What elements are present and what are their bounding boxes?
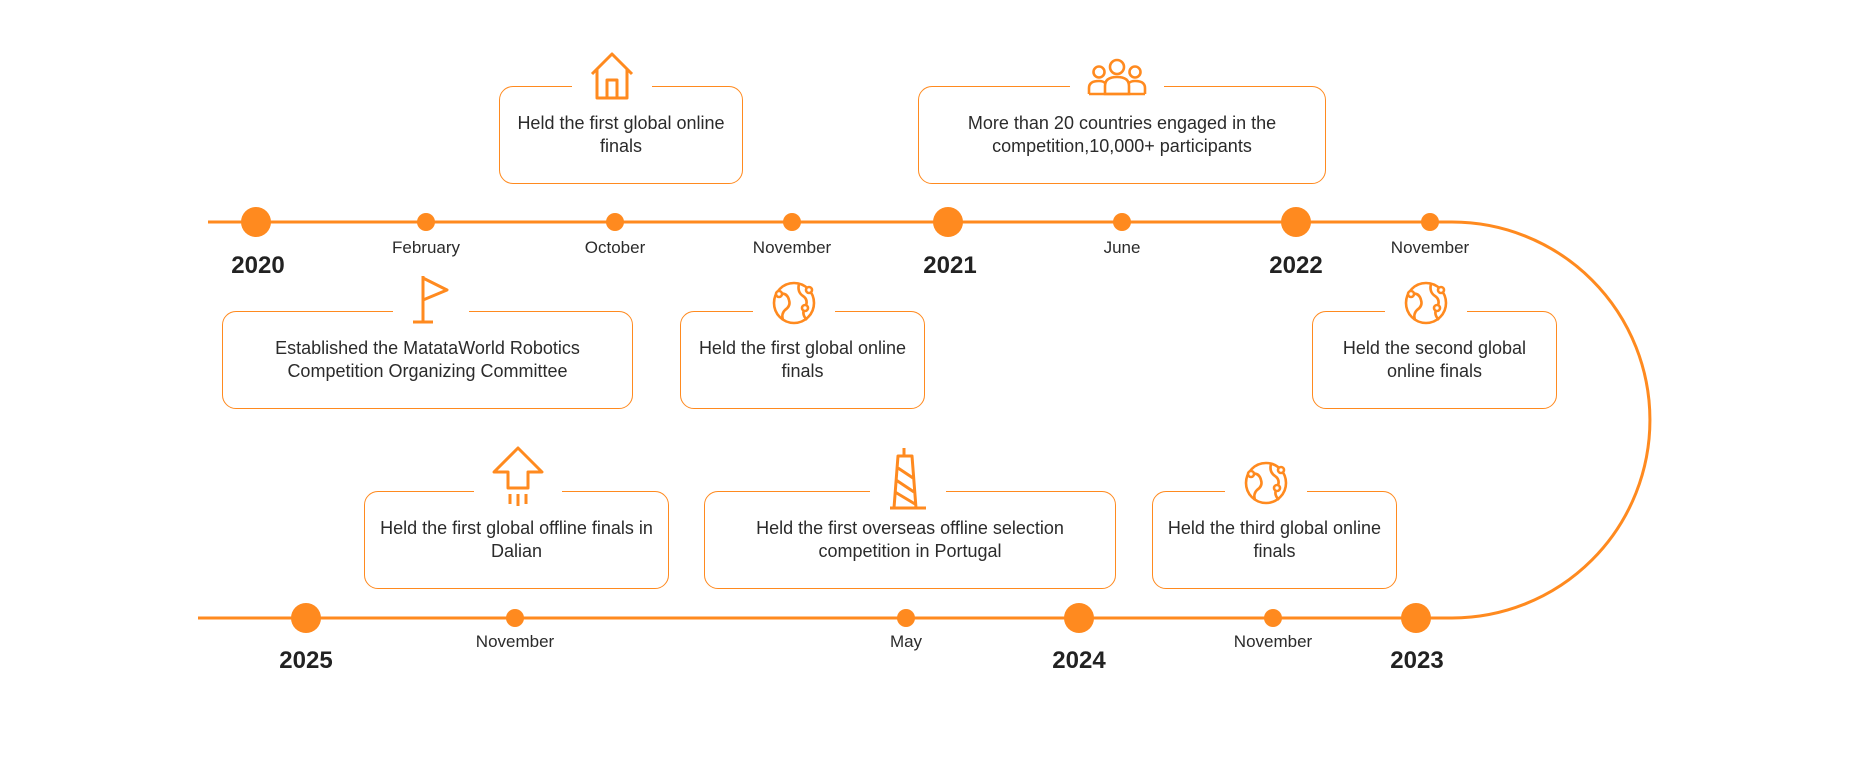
- marker-nov2023: [1264, 609, 1282, 627]
- flag-icon: [393, 272, 469, 326]
- event-text-jun2021: More than 20 countries engaged in the co…: [967, 113, 1277, 156]
- year-label-2023: 2023: [1390, 647, 1444, 674]
- year-label-2022: 2022: [1269, 252, 1323, 279]
- year-label-2020: 2020: [231, 252, 285, 279]
- marker-2022: [1281, 207, 1311, 237]
- marker-2024: [1064, 603, 1094, 633]
- marker-nov2020: [783, 213, 801, 231]
- month-label-feb2020: February: [391, 238, 461, 257]
- event-text-may2024: Held the first overseas offline selectio…: [756, 518, 1064, 561]
- event-text-nov2024: Held the first global offline finals in …: [380, 518, 653, 561]
- globe-icon: [1385, 278, 1467, 328]
- event-text-nov2020: Held the first global online finals: [698, 338, 907, 381]
- month-label-oct2020: October: [584, 238, 646, 257]
- house-icon: [572, 50, 652, 102]
- marker-2021: [933, 207, 963, 237]
- marker-feb2020: [417, 213, 435, 231]
- globe-icon: [753, 278, 835, 328]
- event-card-nov2023: Held the third global online finals: [1152, 491, 1397, 589]
- year-label-2025: 2025: [279, 647, 333, 674]
- marker-2025: [291, 603, 321, 633]
- month-label-nov2022: November: [1390, 238, 1470, 257]
- event-text-nov2022: Held the second global online finals: [1342, 338, 1527, 381]
- month-label-nov2024: November: [475, 632, 555, 651]
- month-label-nov2023: November: [1233, 632, 1313, 651]
- upload-arrow-icon: [474, 444, 562, 508]
- globe-icon: [1225, 458, 1307, 508]
- people-group-icon: [1070, 58, 1164, 96]
- marker-nov2022: [1421, 213, 1439, 231]
- marker-may2024: [897, 609, 915, 627]
- event-text-feb2020: Established the MatataWorld Robotics Com…: [275, 338, 580, 381]
- event-card-oct2020: Held the first global online finals: [499, 86, 743, 184]
- marker-2023: [1401, 603, 1431, 633]
- event-card-jun2021: More than 20 countries engaged in the co…: [918, 86, 1326, 184]
- event-card-nov2022: Held the second global online finals: [1312, 311, 1557, 409]
- marker-2020: [241, 207, 271, 237]
- marker-jun2021: [1113, 213, 1131, 231]
- month-label-may2024: May: [889, 632, 923, 651]
- event-text-nov2023: Held the third global online finals: [1167, 518, 1382, 561]
- event-card-feb2020: Established the MatataWorld Robotics Com…: [222, 311, 633, 409]
- year-label-2024: 2024: [1052, 647, 1106, 674]
- timeline-line: [198, 220, 1652, 620]
- month-label-jun2021: June: [1103, 238, 1141, 257]
- marker-oct2020: [606, 213, 624, 231]
- tower-icon: [870, 446, 946, 512]
- year-label-2021: 2021: [923, 252, 977, 279]
- marker-nov2024: [506, 609, 524, 627]
- month-label-nov2020: November: [752, 238, 832, 257]
- event-text-oct2020: Held the first global online finals: [517, 113, 725, 156]
